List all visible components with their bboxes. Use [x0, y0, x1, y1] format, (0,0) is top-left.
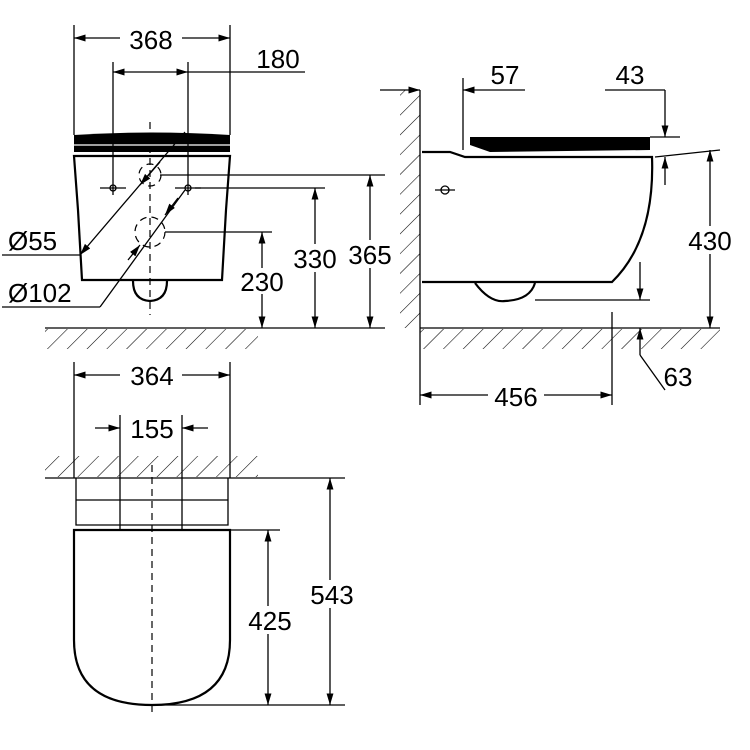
dim-front-fixing-spacing: 180 [256, 44, 299, 74]
dim-projection: 456 [494, 382, 537, 412]
dim-seat-thickness: 43 [616, 60, 645, 90]
dim-front-width: 368 [129, 25, 172, 55]
seat [470, 137, 650, 152]
base [131, 280, 169, 303]
dim-inlet-height: 365 [348, 240, 391, 270]
dim-total-length: 543 [310, 580, 353, 610]
dim-outlet-height: 230 [240, 267, 283, 297]
dim-seat-length: 425 [248, 606, 291, 636]
dim-base-height: 63 [664, 362, 693, 392]
bowl-outline [422, 150, 654, 284]
seat [74, 132, 230, 152]
front-view: 368 180 Ø55 Ø102 230 330 365 [2, 24, 396, 349]
seat-outline [72, 528, 232, 707]
top-view: 364 155 425 543 [45, 361, 359, 715]
dim-top-fixing-spacing: 155 [130, 414, 173, 444]
dim-outlet-diameter: Ø102 [8, 278, 72, 308]
dim-total-height: 430 [688, 226, 731, 256]
base [474, 282, 537, 303]
floor-hatch [420, 329, 720, 349]
dim-inlet-offset: 57 [491, 60, 520, 90]
floor-hatch [45, 329, 258, 349]
wall-hatch [400, 90, 420, 328]
bowl-outline [72, 154, 232, 282]
dim-top-width: 364 [130, 361, 173, 391]
side-view: 57 43 430 63 456 [380, 60, 738, 412]
dim-inlet-diameter: Ø55 [8, 226, 57, 256]
dim-fixing-height: 330 [293, 244, 336, 274]
